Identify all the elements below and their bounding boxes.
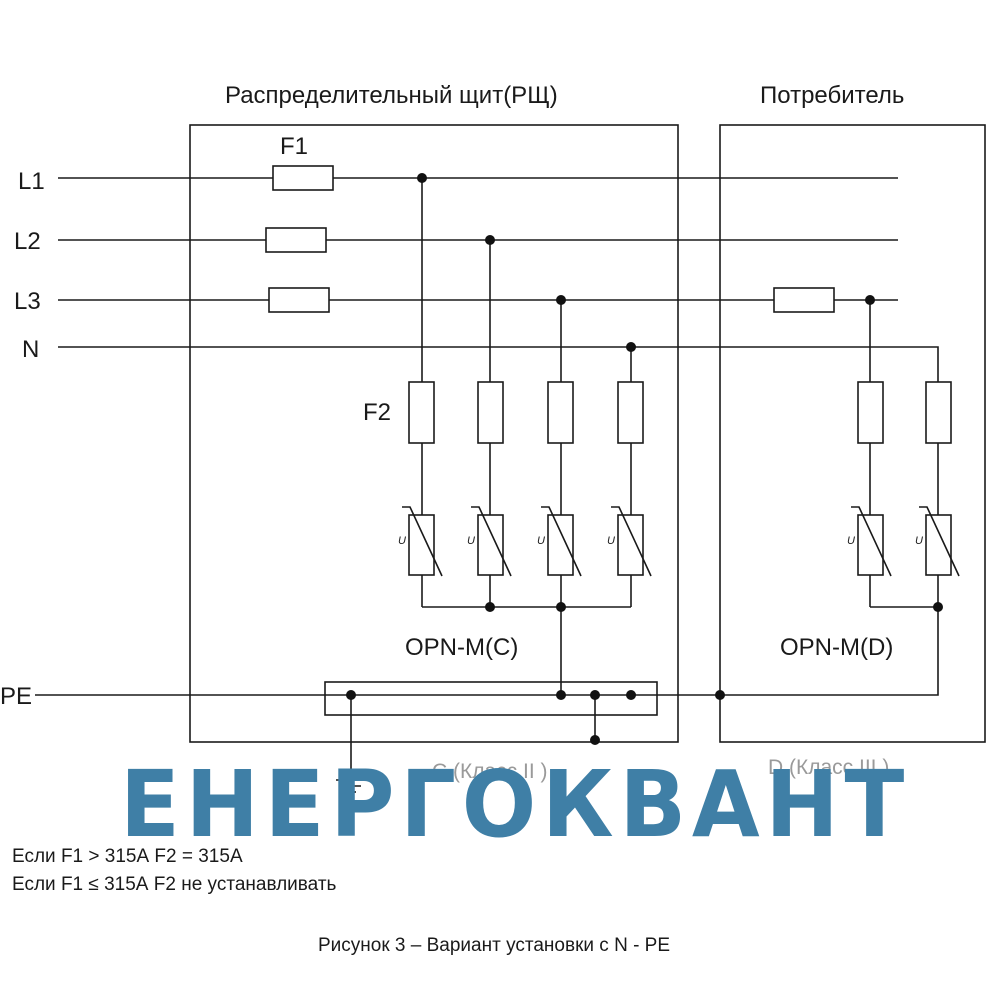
- label-pe: PE: [0, 683, 32, 710]
- note-2: Если F1 ≤ 315А F2 не устанавливать: [12, 874, 337, 895]
- varistor-c-1: U: [398, 506, 443, 577]
- label-f1: F1: [280, 133, 308, 160]
- pe-consumer-link: [720, 605, 939, 696]
- class-d-label: D (Класс III ): [768, 756, 889, 779]
- watermark-logo: ЕНЕРГОКВАНТ: [120, 751, 910, 858]
- class-c-label: C (Класс II ): [432, 760, 548, 783]
- svg-text:U: U: [467, 535, 475, 547]
- fuse-f1-l3: [268, 287, 330, 313]
- label-opn-c: OPN-M(C): [405, 634, 518, 661]
- fuse-f2-3: [547, 381, 574, 444]
- varistor-d-2: U: [915, 506, 960, 577]
- svg-text:U: U: [537, 535, 545, 547]
- label-l3: L3: [14, 288, 41, 315]
- fuse-f2-2: [477, 381, 504, 444]
- label-f2: F2: [363, 399, 391, 426]
- svg-text:U: U: [398, 535, 406, 547]
- distribution-panel-frame: [189, 124, 679, 743]
- panel-title: Распределительный щит(РЩ): [225, 82, 558, 109]
- svg-text:U: U: [915, 535, 923, 547]
- svg-text:U: U: [607, 535, 615, 547]
- varistor-c-2: U: [467, 506, 512, 577]
- fuse-f2-4: [617, 381, 644, 444]
- fuse-f1-l1: [272, 165, 334, 191]
- label-opn-d: OPN-M(D): [780, 634, 893, 661]
- label-l2: L2: [14, 228, 41, 255]
- consumer-frame: [719, 124, 986, 743]
- ground-symbol: [336, 779, 366, 793]
- figure-caption: Рисунок 3 – Вариант установки с N - PE: [318, 935, 670, 956]
- fuse-consumer-1: [857, 381, 884, 444]
- consumer-title: Потребитель: [760, 82, 904, 109]
- pe-bar: [324, 681, 658, 716]
- label-l1: L1: [18, 168, 45, 195]
- junction-dots: [346, 173, 943, 745]
- fuse-f1-l2: [265, 227, 327, 253]
- varistor-d-1: U: [847, 506, 892, 577]
- fuse-f2-1: [408, 381, 435, 444]
- label-n: N: [22, 336, 39, 363]
- fuse-consumer-2: [925, 381, 952, 444]
- note-1: Если F1 > 315А F2 = 315А: [12, 846, 243, 867]
- svg-text:U: U: [847, 535, 855, 547]
- varistor-c-4: U: [607, 506, 652, 577]
- varistor-c-3: U: [537, 506, 582, 577]
- fuse-consumer-l3: [773, 287, 835, 313]
